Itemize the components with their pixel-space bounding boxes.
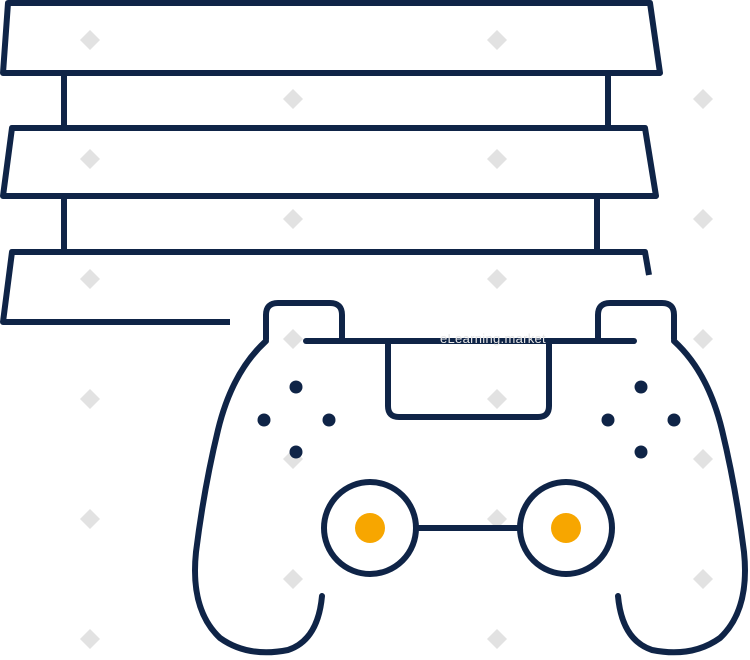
action-button-right — [667, 413, 681, 427]
d-pad — [257, 380, 336, 459]
watermark-diamond — [283, 329, 303, 349]
watermark-text: eLearning.market — [440, 331, 546, 346]
left-shoulder-button — [263, 300, 345, 342]
watermark-diamond — [487, 629, 507, 649]
watermark-diamond — [487, 269, 507, 289]
watermark-diamond — [693, 89, 713, 109]
watermark-diamond — [283, 569, 303, 589]
thumbstick-accents — [355, 513, 581, 543]
watermark-diamond — [283, 209, 303, 229]
watermark-diamond — [80, 30, 100, 50]
console-slab-top — [0, 0, 663, 76]
watermark-pattern — [80, 30, 713, 649]
watermark-diamond — [487, 30, 507, 50]
watermark-diamond — [283, 89, 303, 109]
controller-body-left — [192, 338, 325, 656]
action-button-bottom — [634, 445, 648, 459]
action-button-left — [601, 413, 615, 427]
left-thumbstick-center — [355, 513, 385, 543]
right-thumbstick-center — [551, 513, 581, 543]
watermark-diamond — [487, 149, 507, 169]
watermark-diamond — [80, 629, 100, 649]
watermark-diamond — [693, 209, 713, 229]
console-slab-bottom — [0, 249, 652, 325]
d-pad-right — [322, 413, 336, 427]
action-buttons — [601, 380, 681, 459]
right-shoulder-button — [595, 300, 677, 342]
watermark-diamond — [80, 509, 100, 529]
console-slab-middle — [0, 125, 659, 199]
controller-body-right — [615, 338, 748, 656]
watermark-diamond — [487, 389, 507, 409]
watermark-diamond — [80, 389, 100, 409]
action-button-top — [634, 380, 648, 394]
watermark-diamond — [80, 149, 100, 169]
watermark-diamond — [693, 329, 713, 349]
d-pad-up — [289, 380, 303, 394]
watermark-diamond — [487, 509, 507, 529]
game-controller — [192, 300, 748, 656]
touchpad — [385, 340, 552, 420]
d-pad-left — [257, 413, 271, 427]
watermark-diamond — [693, 449, 713, 469]
console — [0, 0, 663, 325]
watermark-diamond — [693, 569, 713, 589]
d-pad-down — [289, 445, 303, 459]
watermark-diamond — [80, 269, 100, 289]
